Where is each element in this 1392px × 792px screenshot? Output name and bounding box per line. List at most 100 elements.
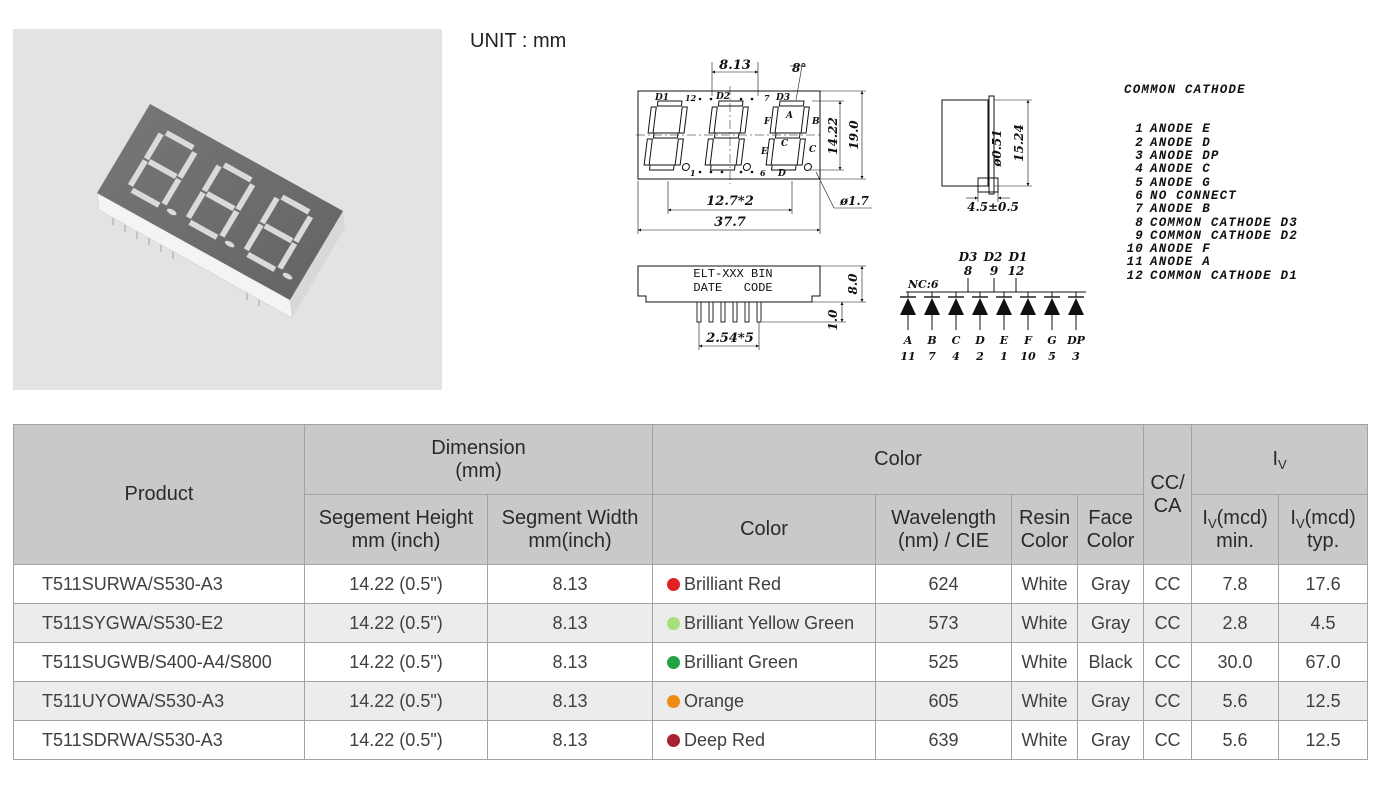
pin-function: ANODE E — [1150, 122, 1211, 137]
pin-function: ANODE A — [1150, 255, 1211, 270]
pin-markers — [698, 97, 754, 174]
cell-iv-typ: 12.5 — [1278, 681, 1369, 721]
color-name: Brilliant Yellow Green — [684, 612, 855, 633]
anode-segment-label: A — [903, 334, 913, 347]
diode-icon — [900, 292, 916, 330]
label-d1: D1 — [654, 93, 669, 103]
table-header-row-1: Product Dimension(mm) Color CC/CA IV — [13, 424, 1369, 565]
dim-standoff: 1.0 — [826, 309, 840, 331]
cell-seg-height: 14.22 (0.5") — [304, 642, 488, 682]
dim-pin-diameter: ø0.51 — [990, 129, 1004, 167]
anode-pin-number: 1 — [1000, 350, 1008, 363]
cell-cc-ca: CC — [1143, 642, 1193, 682]
pin-function: COMMON CATHODE D3 — [1150, 215, 1298, 230]
cell-face: Gray — [1077, 681, 1145, 721]
diode-icon — [972, 292, 988, 330]
pin-number: 7 — [1135, 202, 1144, 217]
label-segment-c-right: C — [809, 145, 817, 155]
cell-seg-height: 14.22 (0.5") — [304, 681, 488, 721]
cell-seg-height: 14.22 (0.5") — [304, 603, 488, 643]
pin-list-title: COMMON CATHODE — [1124, 82, 1246, 97]
cell-wavelength: 573 — [875, 603, 1013, 643]
pin-number: 3 — [1135, 149, 1144, 164]
front-dimension-lines — [637, 62, 872, 234]
color-dot-icon — [667, 655, 681, 669]
cell-iv-typ: 17.6 — [1278, 564, 1369, 604]
cell-color: Brilliant Yellow Green — [652, 603, 877, 643]
cell-iv-min: 2.8 — [1191, 603, 1280, 643]
label-d2: D2 — [715, 92, 730, 102]
cell-seg-width: 8.13 — [486, 681, 654, 721]
label-segment-b: B — [811, 117, 820, 127]
header-color: Color — [652, 494, 877, 565]
nc-label: NC:6 — [907, 278, 939, 291]
cell-cc-ca: CC — [1143, 603, 1193, 643]
digit-2-outline — [703, 100, 760, 172]
dim-thickness: 4.5±0.5 — [967, 200, 1019, 214]
label-segment-c: C — [781, 139, 789, 149]
cell-resin: White — [1011, 564, 1079, 604]
label-pin7: 7 — [764, 93, 770, 103]
unit-label: UNIT : mm — [470, 30, 567, 52]
cathode-label-d1: D1 — [1008, 250, 1028, 264]
diode-icon — [948, 292, 964, 330]
anode-pin-number: 11 — [900, 350, 915, 363]
display-right-side — [290, 211, 345, 318]
pin-number: 9 — [1135, 228, 1144, 243]
cathode-pin-8: 8 — [964, 264, 973, 278]
cell-face: Gray — [1077, 564, 1145, 604]
label-pin6: 6 — [760, 168, 766, 178]
color-dot-icon — [667, 694, 681, 708]
spec-table: Product Dimension(mm) Color CC/CA IV Seg… — [13, 424, 1369, 760]
dim-pin-length: 15.24 — [1012, 124, 1026, 162]
cell-iv-min: 7.8 — [1191, 564, 1280, 604]
pin-number: 8 — [1135, 215, 1144, 230]
anode-segment-label: F — [1023, 334, 1033, 347]
side-view: ø0.51 15.24 4.5±0.5 — [941, 95, 1032, 214]
dim-pin-pitch: 2.54*5 — [705, 331, 754, 346]
dim-length: 37.7 — [714, 215, 746, 230]
header-iv-min: IV(mcd)min. — [1191, 494, 1280, 565]
label-segment-a: A — [785, 111, 793, 121]
pin-list-item: 11 ANODE A — [1124, 255, 1298, 270]
side-dimension-lines — [966, 99, 1032, 202]
cathode-pin-9: 9 — [990, 264, 999, 278]
marking-line-1: ELT-XXX BIN — [693, 267, 772, 281]
cell-face: Black — [1077, 642, 1145, 682]
led-display-illustration — [96, 104, 345, 319]
cell-iv-min: 5.6 — [1191, 681, 1280, 721]
header-wavelength: Wavelength(nm) / CIE — [875, 494, 1013, 565]
pin-number: 5 — [1135, 175, 1144, 190]
cell-face: Gray — [1077, 720, 1145, 760]
front-view: D1 12 D2 7 D3 A F B C E C D 1 6 — [636, 58, 872, 234]
side-pin — [988, 95, 995, 195]
cell-product: T511SYGWA/S530-E2 — [13, 603, 305, 643]
diode-icon — [1044, 292, 1060, 330]
cell-cc-ca: CC — [1143, 564, 1193, 604]
dim-digit-pitch: 12.7*2 — [706, 194, 754, 209]
cell-seg-width: 8.13 — [486, 603, 654, 643]
anode-segment-label: C — [952, 334, 961, 347]
bottom-dimension-lines — [698, 265, 866, 350]
cell-seg-width: 8.13 — [486, 720, 654, 760]
label-pin12: 12 — [685, 93, 697, 103]
label-segment-d: D — [777, 169, 786, 179]
pin-function: ANODE C — [1150, 162, 1211, 177]
cell-iv-min: 5.6 — [1191, 720, 1280, 760]
cell-resin: White — [1011, 720, 1079, 760]
cell-iv-typ: 4.5 — [1278, 603, 1369, 643]
pin-number: 11 — [1126, 255, 1144, 270]
